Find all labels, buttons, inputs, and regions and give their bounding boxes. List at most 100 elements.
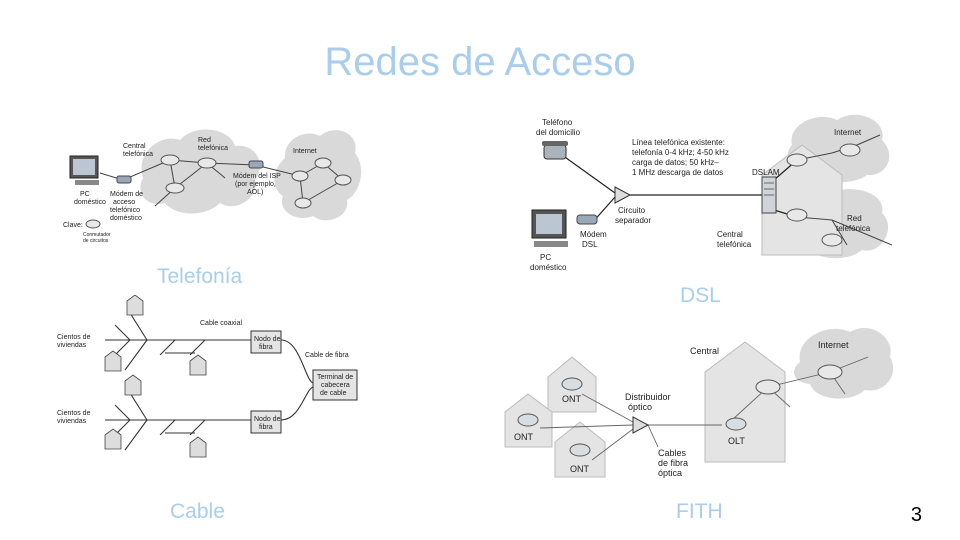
page-number: 3 (910, 504, 922, 526)
fith-distribuidor-1: Distribuidor (625, 392, 671, 402)
dsl-diagram: Teléfono del domicilio Línea telefónica … (530, 114, 893, 272)
cable-cientos-bottom-2: viviendas (57, 418, 87, 425)
ont-icon (569, 443, 591, 457)
dsl-telefono-label-1: Teléfono (542, 118, 573, 127)
optical-splitter-icon (632, 416, 650, 434)
house-icon (189, 436, 207, 458)
cable-cientos-top-2: viviendas (57, 342, 87, 349)
tel-conmutador-label-1: Conmutador (83, 232, 111, 238)
cable-coaxial-label: Cable coaxial (200, 320, 242, 327)
router-icon (291, 170, 309, 182)
fith-olt-label: OLT (728, 436, 745, 446)
tel-internet-label: Internet (293, 148, 317, 155)
cable-terminal-3: de cable (320, 390, 347, 397)
house-icon (124, 374, 142, 396)
caption-telefonia: Telefonía (157, 265, 243, 288)
legend-switch-icon (85, 219, 101, 229)
tel-red-label-1: Red (198, 137, 211, 144)
central-switch-icon (160, 154, 180, 166)
fith-cables-2: de fibra (658, 458, 688, 468)
dsl-pc-label-1: PC (540, 253, 551, 262)
fith-cables-3: óptica (658, 468, 682, 478)
dsl-circuito-label-1: Circuito (618, 206, 646, 215)
tel-isp-label-1: Módem del ISP (233, 173, 281, 180)
dsl-red-label-2: telefónica (836, 224, 871, 233)
dsl-modem-icon (576, 214, 598, 225)
dsl-central-label-2: telefónica (717, 240, 752, 249)
house-icon (104, 350, 122, 372)
cable-fibra-label: Cable de fibra (305, 352, 349, 359)
switch-icon (165, 182, 185, 194)
tel-clave-label: Clave: (63, 222, 83, 229)
dsl-modem-label-2: DSL (582, 240, 598, 249)
fith-internet-label: Internet (818, 340, 849, 350)
fith-ont-1: ONT (562, 394, 582, 404)
fiber-node-bottom (250, 410, 282, 434)
tel-isp-label-3: AOL) (247, 189, 263, 196)
dslam-icon (761, 176, 777, 214)
dsl-circuito-label-2: separador (615, 216, 651, 225)
fith-diagram: Central Internet Distribuidor óptico ONT… (504, 328, 894, 478)
cable-terminal-1: Terminal de (317, 374, 353, 381)
fith-central-building (704, 341, 786, 463)
dsl-telefono-label-2: del domicilio (536, 128, 581, 137)
router-icon (294, 197, 312, 209)
router-icon (755, 379, 781, 395)
router-icon (334, 174, 352, 186)
cable-nodo-top-2: fibra (259, 344, 273, 351)
caption-cable: Cable (170, 500, 225, 523)
slide-title: Redes de Acceso (324, 40, 636, 84)
fith-ont-2: ONT (514, 432, 534, 442)
cable-terminal-2: cabecera (321, 382, 350, 389)
tel-pc-label-2: doméstico (74, 199, 106, 206)
switch-icon (197, 157, 217, 169)
dsl-pc-label-2: doméstico (530, 263, 567, 272)
ont-icon (517, 413, 539, 427)
tel-conmutador-label-2: de circuitos (83, 238, 109, 244)
fith-cloud-internet (794, 328, 894, 399)
splitter-icon (614, 186, 632, 204)
pc-icon (69, 155, 99, 185)
router-icon (314, 157, 332, 169)
dsl-linea-label-1: Línea telefónica existente: (632, 138, 725, 147)
isp-modem-icon (248, 160, 264, 169)
fith-central-label: Central (690, 346, 719, 356)
house-icon (189, 354, 207, 376)
router-icon (817, 364, 843, 380)
dsl-linea-label-3: carga de datos; 50 kHz– (632, 158, 719, 167)
cable-headend (312, 369, 358, 401)
router-icon (786, 153, 808, 167)
router-icon (839, 143, 861, 157)
home-modem-icon (116, 175, 132, 184)
pc-icon (531, 209, 568, 247)
dsl-linea-label-2: telefonía 0-4 kHz; 4-50 kHz (632, 148, 729, 157)
caption-fith: FITH (676, 500, 723, 523)
fith-distribuidor-2: óptico (628, 402, 652, 412)
cable-cientos-bottom-1: Cientos de (57, 410, 91, 417)
telephone-icon (542, 141, 568, 160)
dsl-linea-label-4: 1 MHz descarga de datos (632, 168, 723, 177)
cable-nodo-top-1: Nodo de (254, 336, 281, 343)
ont-icon (561, 377, 583, 391)
telefonia-cloud-internet (274, 130, 362, 221)
tel-modem-label-3: telefónico (110, 207, 140, 214)
dsl-red-label-1: Red (847, 214, 862, 223)
dsl-internet-label: Internet (834, 128, 862, 137)
switch-icon (786, 208, 808, 222)
olt-icon (725, 417, 747, 431)
tel-isp-label-2: (por ejemplo, (235, 181, 276, 188)
fith-ont-3: ONT (570, 464, 590, 474)
house-icon (104, 428, 122, 450)
cable-nodo-bottom-1: Nodo de (254, 416, 281, 423)
dsl-dslam-label: DSLAM (752, 168, 780, 177)
tel-central-label-2: telefónica (123, 151, 153, 158)
cable-cientos-top-1: Cientos de (57, 334, 91, 341)
cable-nodo-bottom-2: fibra (259, 424, 273, 431)
switch-icon (821, 233, 843, 247)
fith-cables-1: Cables (658, 448, 687, 458)
dsl-modem-label-1: Módem (580, 230, 607, 239)
cable-diagram: Cientos de viviendas Cientos de vivienda… (57, 295, 358, 458)
house-icon (126, 295, 144, 316)
caption-dsl: DSL (680, 284, 721, 307)
fiber-node-top (250, 330, 282, 354)
